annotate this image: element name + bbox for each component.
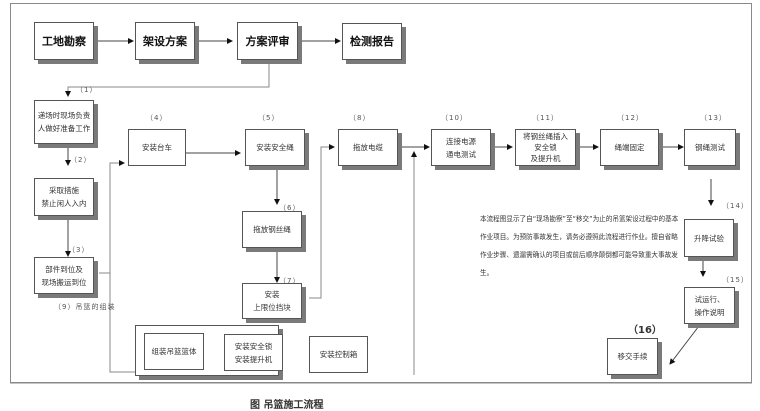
- node-label: 部件到位及: [45, 264, 83, 274]
- step-number: （4）: [146, 114, 168, 122]
- node-step-3: 部件到位及现场搬运到位: [34, 257, 94, 294]
- node-label: 及提升机: [530, 154, 561, 163]
- arrow-to-s8: [309, 144, 335, 299]
- node-label: 安装提升机: [234, 354, 273, 364]
- figure-caption: 图 吊篮施工流程: [250, 400, 324, 411]
- arrow-to-s4: [99, 160, 125, 274]
- line-to-s9: [109, 273, 135, 373]
- node-label: 试运行、: [694, 294, 725, 304]
- step-number: （10）: [441, 114, 468, 122]
- node-label: 升降试验: [694, 233, 724, 243]
- step-number: （12）: [617, 114, 644, 122]
- node-label: 安全锁: [534, 143, 557, 152]
- node-step-10: 连接电源通电测试: [431, 129, 491, 166]
- step-number: （15）: [722, 276, 749, 284]
- node-label: 现场搬运到位: [41, 277, 87, 287]
- step-number: （13）: [700, 114, 727, 122]
- node-label: 上限位挡块: [253, 303, 291, 312]
- arrow-s15-s16: [669, 321, 703, 365]
- node-label: 递场时现场负责: [37, 111, 91, 120]
- node-label: 安装控制箱: [319, 350, 358, 359]
- node-erection-plan: 架设方案: [135, 22, 195, 60]
- node-step-2: 采取措施禁止闲人入内: [34, 178, 94, 216]
- node-step-5: 安装安全绳: [245, 129, 305, 166]
- step-number: （1）: [76, 86, 98, 94]
- node-step-9c: 安装控制箱: [309, 336, 368, 373]
- node-label: 组装吊篮篮体: [151, 347, 197, 356]
- node-label: 架设方案: [143, 34, 187, 48]
- node-label: 操作说明: [694, 307, 725, 317]
- node-step-9a: 组装吊篮篮体: [144, 333, 204, 370]
- step-number: （7）: [279, 277, 301, 285]
- node-step-14: 升降试验: [684, 219, 734, 257]
- step-9-label: （9）吊篮的组装: [54, 303, 116, 311]
- node-label: 人做好准备工作: [37, 124, 91, 133]
- node-step-15: 试运行、操作说明: [684, 287, 735, 324]
- node-step-1: 递场时现场负责人做好准备工作: [34, 100, 94, 144]
- arrow-to-s1: [65, 62, 270, 97]
- step-number: （11）: [532, 114, 559, 122]
- node-step-8: 拖放电缆: [338, 129, 398, 166]
- node-label: 拖放钢丝绳: [253, 225, 291, 234]
- node-label: 将钢丝绳插入: [523, 132, 568, 141]
- step-number: （16）: [628, 325, 662, 336]
- step-number: （5）: [258, 114, 280, 122]
- node-plan-review: 方案评审: [237, 22, 298, 60]
- node-label: 通电测试: [446, 149, 476, 159]
- node-label: 禁止闲人入内: [41, 199, 87, 208]
- node-label: 拖放电缆: [353, 143, 383, 152]
- node-label: 采取措施: [49, 186, 79, 195]
- node-site-survey: 工地勘察: [34, 22, 94, 60]
- node-label: 连接电源: [446, 136, 476, 146]
- node-label: 绳端固定: [614, 143, 645, 152]
- step-number: （3）: [68, 246, 90, 254]
- step-number: （8）: [349, 114, 371, 122]
- step-number: （6）: [279, 204, 301, 212]
- node-step-12: 绳端固定: [600, 129, 659, 166]
- node-label: 安装安全锁: [234, 341, 273, 351]
- node-label: 检测报告: [350, 35, 394, 48]
- node-label: 安装台车: [142, 143, 172, 152]
- node-label: 方案评审: [245, 34, 290, 48]
- node-label: 安装安全绳: [256, 143, 294, 152]
- node-label: 钢绳测试: [695, 143, 725, 152]
- node-step-16: 移交手续: [607, 338, 658, 375]
- node-label: 安装: [264, 290, 280, 299]
- step-number: （14）: [722, 202, 749, 210]
- node-step-13: 钢绳测试: [684, 129, 736, 166]
- node-step-4: 安装台车: [128, 129, 186, 166]
- node-label: 工地勘察: [42, 34, 86, 48]
- description-paragraph: 本流程图显示了自“现场勘察”至“移交”为止的吊篮架设过程中的基本作业项目。为预防…: [480, 215, 679, 277]
- node-step-7: 安装上限位挡块: [242, 283, 302, 319]
- node-step-6: 拖放钢丝绳: [242, 211, 302, 248]
- node-step-9b: 安装安全锁安装提升机: [224, 334, 283, 371]
- node-label: 移交手续: [617, 352, 648, 361]
- node-inspection-report: 检测报告: [342, 23, 402, 60]
- step-number: （2）: [70, 156, 92, 164]
- node-step-11: 将钢丝绳插入安全锁及提升机: [515, 129, 576, 166]
